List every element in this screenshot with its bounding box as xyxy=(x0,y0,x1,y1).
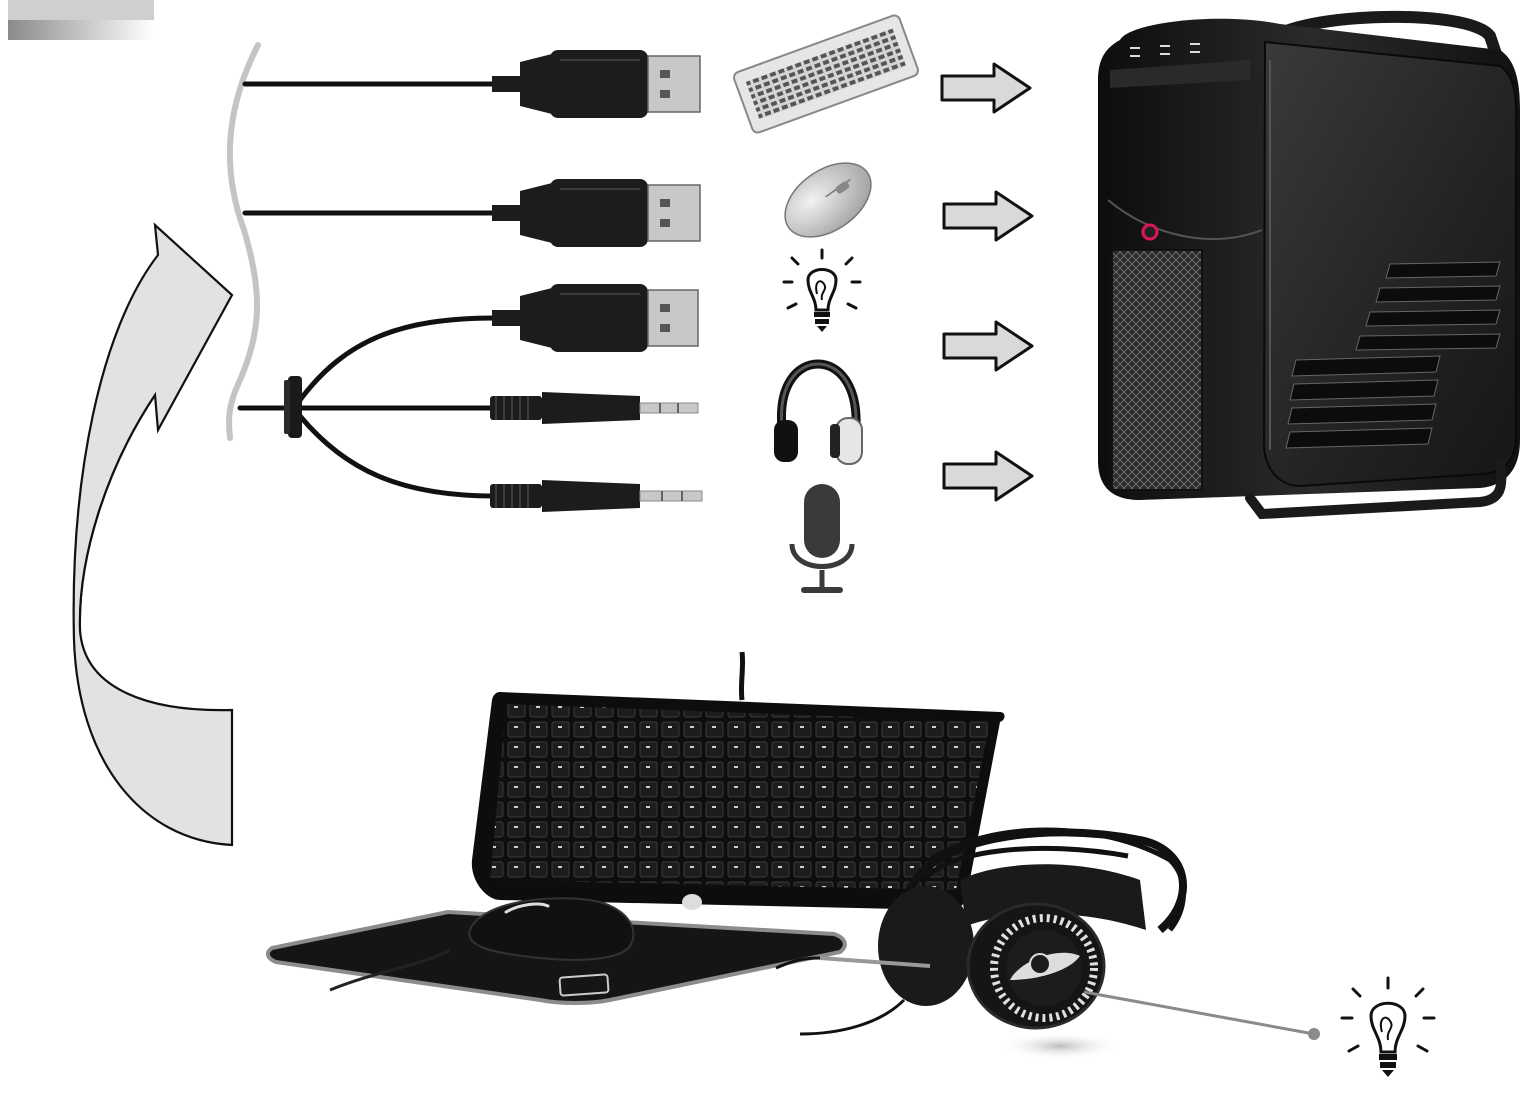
cables xyxy=(237,81,498,499)
direction-arrow xyxy=(942,320,1034,372)
keyboard-icon xyxy=(733,14,919,134)
cable-splitter xyxy=(284,376,302,438)
microphone-icon xyxy=(789,484,855,593)
backlight-cable xyxy=(297,315,498,403)
mouse-pad-logo xyxy=(558,973,610,997)
gaming-mouse xyxy=(329,897,635,992)
direction-arrow xyxy=(942,450,1034,502)
cable-cut-line xyxy=(226,42,261,441)
corner-tab xyxy=(8,0,154,40)
direction-arrow xyxy=(940,62,1032,114)
tower-vents xyxy=(1285,261,1501,449)
mic-cable xyxy=(297,413,498,499)
lightbulb-icon xyxy=(782,248,862,332)
audio-jack xyxy=(490,392,699,424)
pc-tower xyxy=(1098,10,1520,520)
backlight-callout xyxy=(1083,990,1320,1040)
gaming-headset xyxy=(775,827,1187,1060)
usb-plug xyxy=(492,284,699,352)
usb-plug xyxy=(492,50,701,118)
big-curved-arrow xyxy=(72,222,234,847)
gaming-keyboard xyxy=(471,651,1005,910)
lightbulb-icon xyxy=(1340,976,1436,1077)
audio-jack xyxy=(490,480,703,512)
headphones-icon xyxy=(774,359,863,465)
power-button-icon xyxy=(1141,223,1159,241)
mouse-icon xyxy=(784,162,872,238)
usb-plug xyxy=(492,179,701,247)
direction-arrow xyxy=(942,190,1034,242)
